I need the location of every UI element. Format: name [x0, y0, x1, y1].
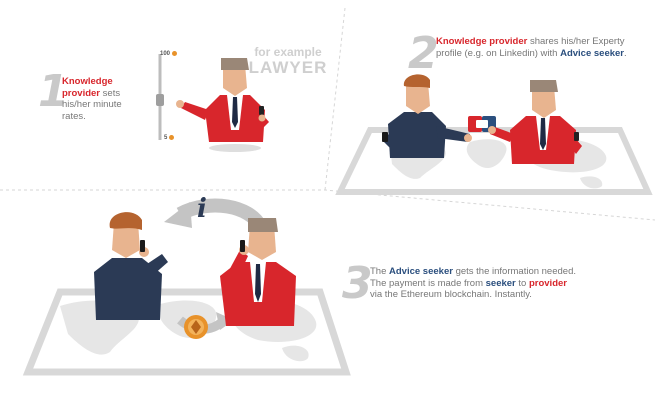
step-1-text: Knowledge provider sets his/her minute r…: [62, 76, 132, 122]
rate-min-label: 5: [164, 135, 175, 141]
example-profession-tag: for example LAWYER: [248, 44, 328, 76]
step-3-number: 3: [342, 258, 373, 309]
knowledge-provider-figure: [488, 80, 582, 164]
step-1-description: sets his/her minute rates.: [62, 87, 122, 122]
step-2-text: Knowledge provider shares his/her Expert…: [436, 36, 627, 59]
provider-phone-figure: [220, 218, 296, 326]
step-2-provider-label: Knowledge provider: [436, 36, 528, 47]
coin-icon: [169, 135, 175, 140]
tag-line-2: LAWYER: [248, 58, 328, 77]
advice-seeker-figure: [382, 74, 472, 158]
rate-max-label: 100: [160, 51, 177, 57]
step-3-provider-word: provider: [528, 277, 567, 289]
info-icon: i: [197, 194, 207, 224]
ether-coin-icon: [184, 315, 208, 339]
step-2-seeker-label: Advice seeker: [560, 47, 625, 59]
advice-seeker-phone-figure: [94, 212, 168, 320]
step-1-number: 1: [38, 66, 69, 117]
step-3-seeker-word: seeker: [485, 277, 516, 289]
step-3-text: The Advice seeker gets the information n…: [370, 266, 576, 300]
coin-icon: [171, 51, 177, 56]
step-3-seeker-label: Advice seeker: [389, 266, 453, 277]
lawyer-provider-figure: [176, 58, 269, 152]
step-1-provider-label: Knowledge provider: [62, 76, 113, 99]
rate-slider-icon: [156, 54, 164, 140]
step-2-description: shares his/her Experty profile (e.g. on …: [436, 36, 625, 59]
tag-line-1: for example: [254, 45, 322, 59]
step-2-number: 2: [408, 28, 439, 79]
